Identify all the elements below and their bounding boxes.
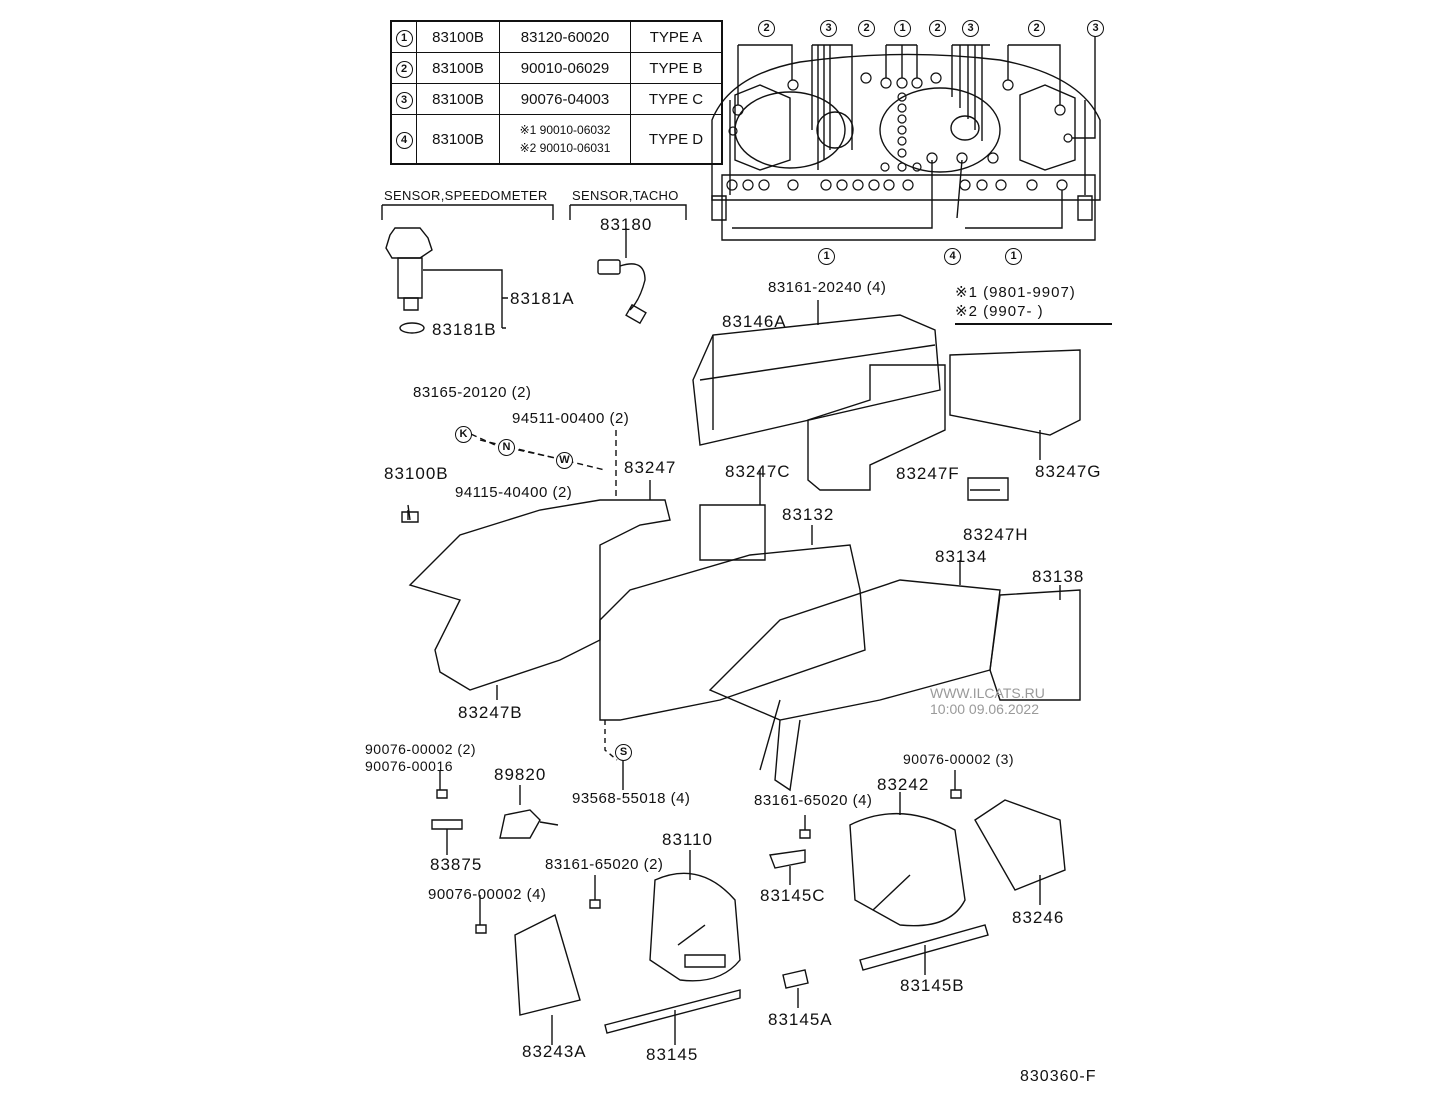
bulb-type-legend-table: 1 83100B 83120-60020 TYPE A 2 83100B 900…	[390, 20, 723, 165]
part-label-90076-00016[interactable]: 90076-00016	[365, 758, 454, 774]
part-label-89820[interactable]: 89820	[494, 765, 547, 784]
part-label-90076-00002-4[interactable]: 90076-00002 (4)	[428, 886, 547, 903]
part-label-83246[interactable]: 83246	[1012, 908, 1065, 927]
legend-row: 1 83100B 83120-60020 TYPE A	[390, 20, 723, 53]
legend-marker: 4	[395, 131, 413, 149]
bulb-callout: 2	[858, 20, 875, 37]
part-label-83242[interactable]: 83242	[877, 775, 930, 794]
watermark: WWW.ILCATS.RU 10:00 09.06.2022	[930, 685, 1045, 717]
section-title-tacho-sensor: SENSOR,TACHO	[572, 188, 679, 203]
bulb-callout: 2	[929, 20, 946, 37]
part-label-83161-65020-4[interactable]: 83161-65020 (4)	[754, 792, 873, 809]
bulb-callout: 3	[962, 20, 979, 37]
part-label-83247[interactable]: 83247	[624, 458, 677, 477]
part-label-94511-00400[interactable]: 94511-00400 (2)	[512, 410, 630, 427]
circuit-housing-drawing	[693, 300, 1080, 500]
part-label-93568-55018[interactable]: 93568-55018 (4)	[572, 790, 691, 807]
part-label-83247B[interactable]: 83247B	[458, 703, 523, 722]
legend-row: 4 83100B ※1 90010-06032 ※2 90010-06031 T…	[390, 114, 723, 165]
bulb-callout: 2	[758, 20, 775, 37]
part-label-90076-00002-2[interactable]: 90076-00002 (2)	[365, 741, 477, 757]
fastener-callout-n: N	[498, 439, 515, 456]
cluster-case-drawing	[600, 470, 1080, 790]
part-label-83247G[interactable]: 83247G	[1035, 462, 1102, 481]
part-label-83110[interactable]: 83110	[662, 830, 714, 849]
bulb-callout: 3	[1087, 20, 1104, 37]
part-label-83161-20240[interactable]: 83161-20240 (4)	[768, 279, 887, 296]
model-year-note: ※1 (9801-9907) ※2 (9907- )	[955, 283, 1112, 325]
part-label-83181A[interactable]: 83181A	[510, 289, 575, 308]
watermark-site: WWW.ILCATS.RU	[930, 685, 1045, 701]
model-year-note-line: ※2 (9907- )	[955, 303, 1044, 320]
legend-marker: 1	[395, 29, 413, 47]
legend-part: 83100B	[416, 114, 500, 165]
part-label-83247C[interactable]: 83247C	[725, 462, 791, 481]
legend-part: 83100B	[416, 52, 500, 84]
part-label-83180[interactable]: 83180	[600, 215, 653, 234]
legend-type: TYPE C	[630, 83, 723, 115]
speedometer-sensor-drawing	[382, 205, 553, 333]
legend-number: 83120-60020	[499, 20, 631, 53]
part-label-83181B[interactable]: 83181B	[432, 320, 497, 339]
part-label-83138[interactable]: 83138	[1032, 567, 1085, 586]
gauge-drawings	[402, 510, 1065, 1045]
bulb-callout: 4	[944, 248, 961, 265]
part-label-83145A[interactable]: 83145A	[768, 1010, 833, 1029]
part-label-83100B[interactable]: 83100B	[384, 464, 449, 483]
watermark-timestamp: 10:00 09.06.2022	[930, 701, 1039, 717]
bulb-callout: 3	[820, 20, 837, 37]
bulb-callout: 2	[1028, 20, 1045, 37]
section-title-speedometer-sensor: SENSOR,SPEEDOMETER	[384, 188, 548, 203]
model-year-note-line: ※1 (9801-9907)	[955, 284, 1076, 301]
legend-part: 83100B	[416, 20, 500, 53]
part-label-83165-20120[interactable]: 83165-20120 (2)	[413, 384, 532, 401]
part-label-83145B[interactable]: 83145B	[900, 976, 965, 995]
fastener-callout-w: W	[556, 452, 573, 469]
part-label-83134[interactable]: 83134	[935, 547, 988, 566]
part-label-94115-40400[interactable]: 94115-40400 (2)	[455, 484, 573, 501]
bulb-callout: 1	[818, 248, 835, 265]
legend-part: 83100B	[416, 83, 500, 115]
part-label-83247H[interactable]: 83247H	[963, 525, 1029, 544]
part-label-83146A[interactable]: 83146A	[722, 312, 787, 331]
legend-number: 90076-04003	[499, 83, 631, 115]
part-label-83243A[interactable]: 83243A	[522, 1042, 587, 1061]
part-label-83145C[interactable]: 83145C	[760, 886, 826, 905]
part-label-90076-00002-3[interactable]: 90076-00002 (3)	[903, 751, 1015, 767]
legend-type: TYPE D	[630, 114, 723, 165]
divider	[955, 323, 1112, 325]
part-label-83132[interactable]: 83132	[782, 505, 835, 524]
legend-marker: 3	[395, 91, 413, 109]
legend-number: 90010-06029	[499, 52, 631, 84]
fastener-callout-k: K	[455, 426, 472, 443]
legend-number: ※1 90010-06032	[519, 123, 611, 137]
legend-row: 3 83100B 90076-04003 TYPE C	[390, 83, 723, 115]
diagram-code: 830360-F	[1020, 1068, 1097, 1085]
bulb-callout: 1	[1005, 248, 1022, 265]
part-label-83247F[interactable]: 83247F	[896, 464, 960, 483]
cluster-rear-view	[712, 35, 1100, 240]
legend-row: 2 83100B 90010-06029 TYPE B	[390, 52, 723, 84]
legend-type: TYPE A	[630, 20, 723, 53]
part-label-83875[interactable]: 83875	[430, 855, 483, 874]
part-label-83145[interactable]: 83145	[646, 1045, 699, 1064]
fastener-callout-s: S	[615, 744, 632, 761]
legend-marker: 2	[395, 60, 413, 78]
legend-number: ※2 90010-06031	[519, 141, 611, 155]
part-label-83161-65020-2[interactable]: 83161-65020 (2)	[545, 856, 664, 873]
legend-type: TYPE B	[630, 52, 723, 84]
tacho-sensor-drawing	[570, 205, 686, 323]
bulb-callout: 1	[894, 20, 911, 37]
